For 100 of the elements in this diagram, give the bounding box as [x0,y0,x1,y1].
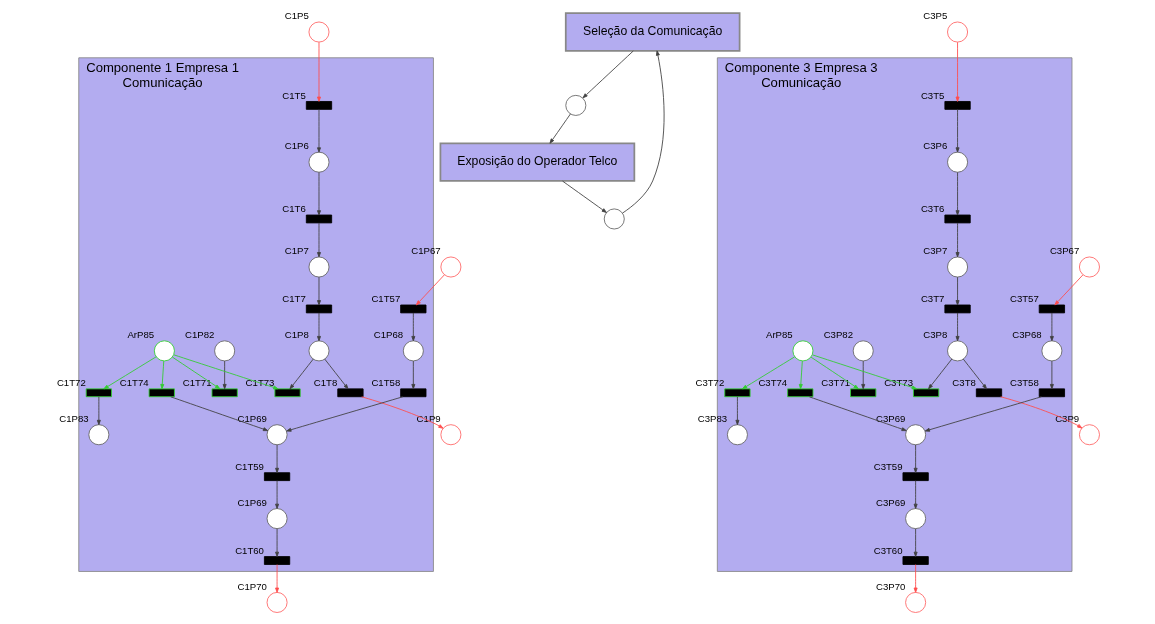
node-circle [153,340,175,362]
node-label: C1T57 [370,293,400,305]
arrow [316,41,321,102]
arrow [274,444,279,474]
node-bar [723,388,751,398]
node-circle [726,424,748,446]
node-bar [305,101,332,110]
node-circle [308,21,329,43]
node-label: C3P7 [922,245,947,257]
node-label: C3P83 [697,412,727,424]
node-bar [148,388,175,398]
arrow [913,480,918,509]
arrow [274,564,279,593]
node-label: C1T58 [370,377,400,389]
node-label: C3P68 [1011,329,1042,341]
node-circle [266,508,288,530]
node-label: C1T59 [234,460,264,472]
arrow [913,444,918,474]
arrow [410,312,415,342]
arrow [289,358,314,390]
node-label: C3T60 [873,544,903,556]
arrow [316,222,321,258]
arrow [316,312,321,342]
node-label: C3T8 [951,377,976,389]
node-label: C1P69 [237,496,267,508]
node-box: Exposição do Operador Telco [439,142,635,182]
arrow [955,276,959,306]
node-bar [263,472,290,482]
node-bar [399,304,426,314]
arrow [169,396,268,432]
arrow [102,356,156,390]
arrow [173,354,278,390]
arrow [549,113,571,144]
node-label: C1T5 [281,89,306,101]
node-label: C3T58 [1009,377,1039,389]
node-label: C3P69 [875,412,905,424]
node-label: C1T7 [281,293,306,305]
node-label: C3T57 [1009,293,1039,305]
arrow [955,222,959,258]
node-circle [439,256,461,278]
node-bar [305,214,332,224]
arrow [171,356,220,390]
node-label: C3T5 [920,89,944,101]
node-circle [1040,340,1062,362]
node-label: C3P67 [1049,245,1079,257]
node-circle [904,424,926,446]
node-label: C1T8 [313,377,337,389]
node-label: C1T74 [119,377,149,389]
node-label: C3T59 [873,460,903,472]
arrow [316,171,321,216]
node-bar [902,556,929,565]
arrow [808,396,907,432]
arrow [1049,360,1054,390]
node-label: C3T74 [757,377,787,389]
node-bar [336,388,364,398]
arrow [955,312,959,342]
node-circle [946,21,968,43]
arrow [962,358,987,390]
node-label: ArP85 [126,329,154,341]
arrow [1049,312,1054,342]
node-circle [946,256,968,278]
node-label: C3P69 [875,496,905,508]
arrow [955,41,959,102]
node-circle [308,151,329,173]
node-label: C3T72 [695,377,724,389]
arrow [410,360,415,390]
arrow [621,50,665,214]
node-label: C3P5 [922,10,947,22]
node-circle [904,591,926,613]
node-circle [213,340,235,362]
arrow [741,356,795,390]
arrow [913,528,918,557]
node-label: C1T71 [182,377,212,389]
node-label: C3T6 [920,203,944,215]
arrow [955,109,959,153]
arrow [274,480,279,509]
arrow [955,171,959,216]
node-circle [904,508,926,530]
node-label: C1P5 [284,10,309,22]
node-bar [211,388,238,398]
arrow [927,358,952,390]
node-bar [943,101,971,110]
arrow [811,354,917,390]
node-label: C3T7 [920,293,944,305]
arrow [798,360,803,390]
arrow [1053,274,1083,306]
node-bar [849,388,876,398]
arrow [582,50,634,99]
arrow [159,360,164,390]
node-circle [87,424,109,446]
arrow [96,396,101,426]
arrow [360,396,444,429]
node-bar [943,304,971,314]
node-circle [308,340,329,362]
node-label: C3T71 [820,377,850,389]
node-label: C1P68 [373,329,403,341]
node-label: ArP85 [765,329,793,341]
node-bar [85,388,112,398]
node-label: C1P7 [284,245,309,257]
node-label: C3P8 [922,329,947,341]
